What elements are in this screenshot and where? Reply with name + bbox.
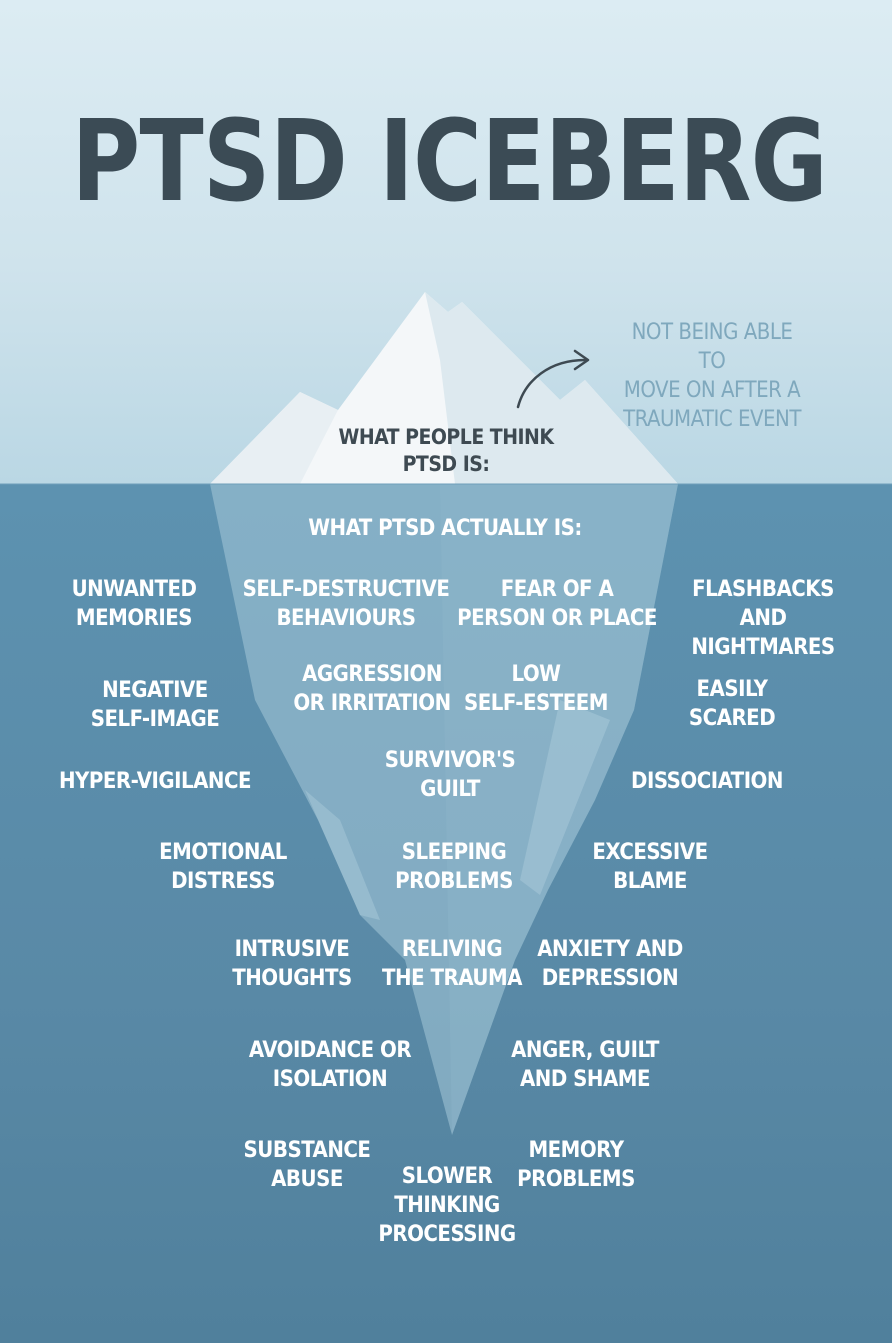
symptom-item: UNWANTED MEMORIES bbox=[71, 577, 197, 631]
symptom-item: HYPER-VIGILANCE bbox=[58, 769, 252, 794]
symptom-item: SUBSTANCE ABUSE bbox=[243, 1138, 371, 1192]
symptom-item: ANXIETY AND DEPRESSION bbox=[537, 937, 683, 991]
symptom-item: LOW SELF-ESTEEM bbox=[464, 662, 609, 716]
symptom-item: MEMORY PROBLEMS bbox=[517, 1138, 635, 1192]
symptom-item: EASILY SCARED bbox=[688, 677, 776, 731]
symptom-item: NEGATIVE SELF-IMAGE bbox=[90, 678, 220, 732]
iceberg-underwater bbox=[210, 484, 678, 1135]
iceberg-tip-shade bbox=[210, 392, 338, 484]
symptom-item: AVOIDANCE OR ISOLATION bbox=[248, 1038, 412, 1092]
page-title: PTSD ICEBERG bbox=[71, 97, 827, 227]
symptom-item: FLASHBACKS AND NIGHTMARES bbox=[691, 577, 835, 660]
symptom-item: EMOTIONAL DISTRESS bbox=[159, 840, 287, 894]
symptom-item: INTRUSIVE THOUGHTS bbox=[232, 937, 352, 991]
symptom-item: DISSOCIATION bbox=[631, 769, 783, 794]
above-water-heading: WHAT PEOPLE THINK PTSD IS: bbox=[338, 425, 554, 476]
iceberg-underwater-shade bbox=[440, 484, 678, 1135]
symptom-item: ANGER, GUILT AND SHAME bbox=[511, 1038, 659, 1092]
iceberg-tip-shade bbox=[425, 292, 678, 484]
iceberg-underwater-facet bbox=[520, 700, 610, 895]
symptom-item: FEAR OF A PERSON OR PLACE bbox=[457, 577, 657, 631]
symptom-item: RELIVING THE TRAUMA bbox=[382, 937, 522, 991]
symptom-item: SELF-DESTRUCTIVE BEHAVIOURS bbox=[242, 577, 450, 631]
symptom-item: SLEEPING PROBLEMS bbox=[395, 840, 513, 894]
symptom-item: EXCESSIVE BLAME bbox=[592, 840, 708, 894]
iceberg-underwater-facet bbox=[305, 790, 380, 920]
symptom-item: AGGRESSION OR IRRITATION bbox=[293, 662, 451, 716]
symptom-item: SURVIVOR'S GUILT bbox=[384, 748, 516, 802]
surface-meaning-note: NOT BEING ABLE TO MOVE ON AFTER A TRAUMA… bbox=[623, 320, 801, 432]
below-water-heading: WHAT PTSD ACTUALLY IS: bbox=[308, 516, 582, 541]
symptom-item: SLOWER THINKING PROCESSING bbox=[378, 1164, 516, 1247]
